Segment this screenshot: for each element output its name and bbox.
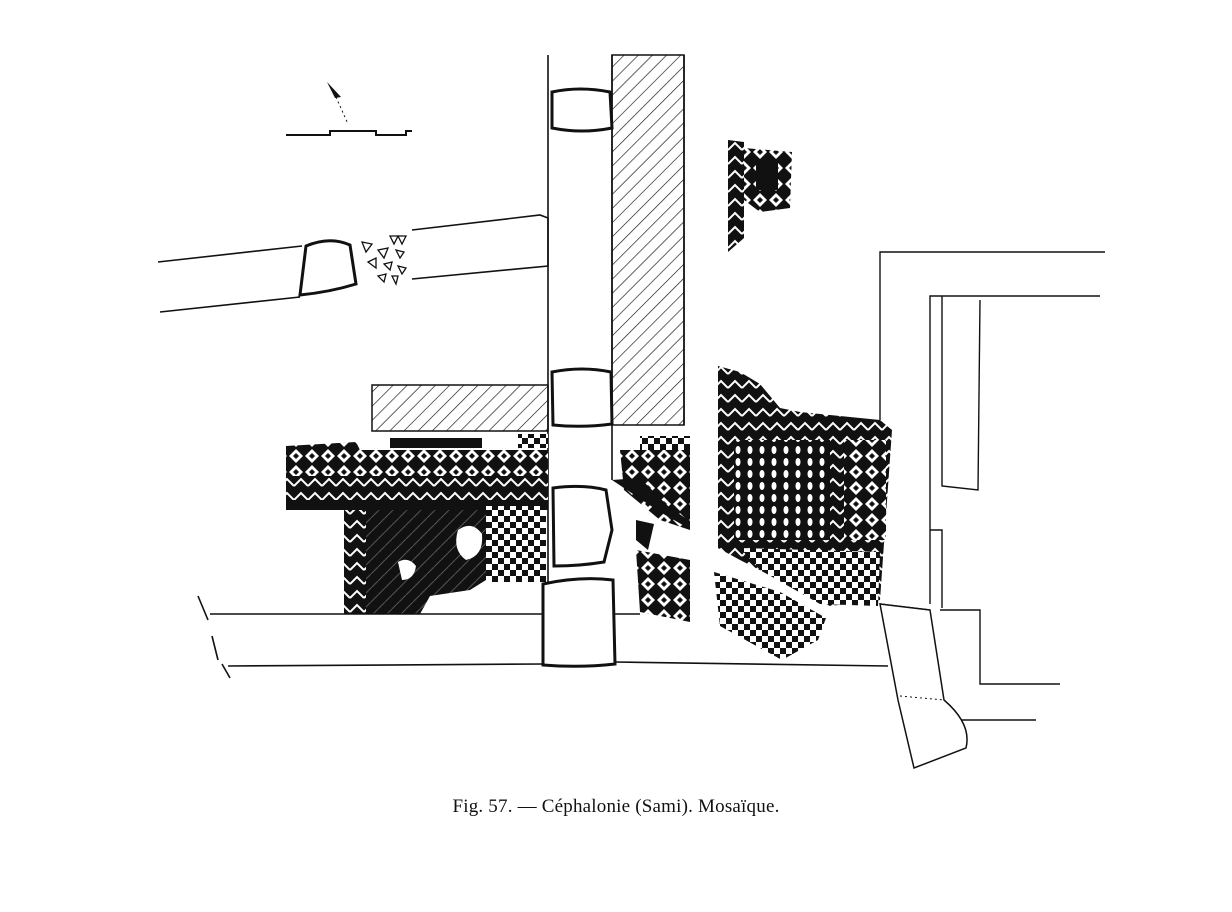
angled-buttress: [879, 603, 968, 770]
upper-mosaic-fragment: [728, 140, 792, 252]
hatched-wall-left: [371, 384, 549, 432]
east-building: [879, 251, 1105, 721]
rubble-fragments: [360, 235, 408, 286]
north-arrow: [327, 82, 349, 125]
scale-bar: [286, 130, 412, 136]
hatched-wall-right: [611, 54, 685, 426]
site-plan-drawing: [157, 54, 1105, 770]
central-mosaic: [612, 436, 690, 622]
east-mosaic: [714, 366, 892, 660]
west-wall-stone: [298, 239, 358, 297]
south-wall: [197, 595, 889, 679]
west-wall: [157, 214, 549, 313]
stone-blocks: [541, 87, 617, 668]
west-mosaic: [286, 434, 548, 614]
figure-caption: Fig. 57. — Céphalonie (Sami). Mosaïque.: [452, 796, 780, 817]
